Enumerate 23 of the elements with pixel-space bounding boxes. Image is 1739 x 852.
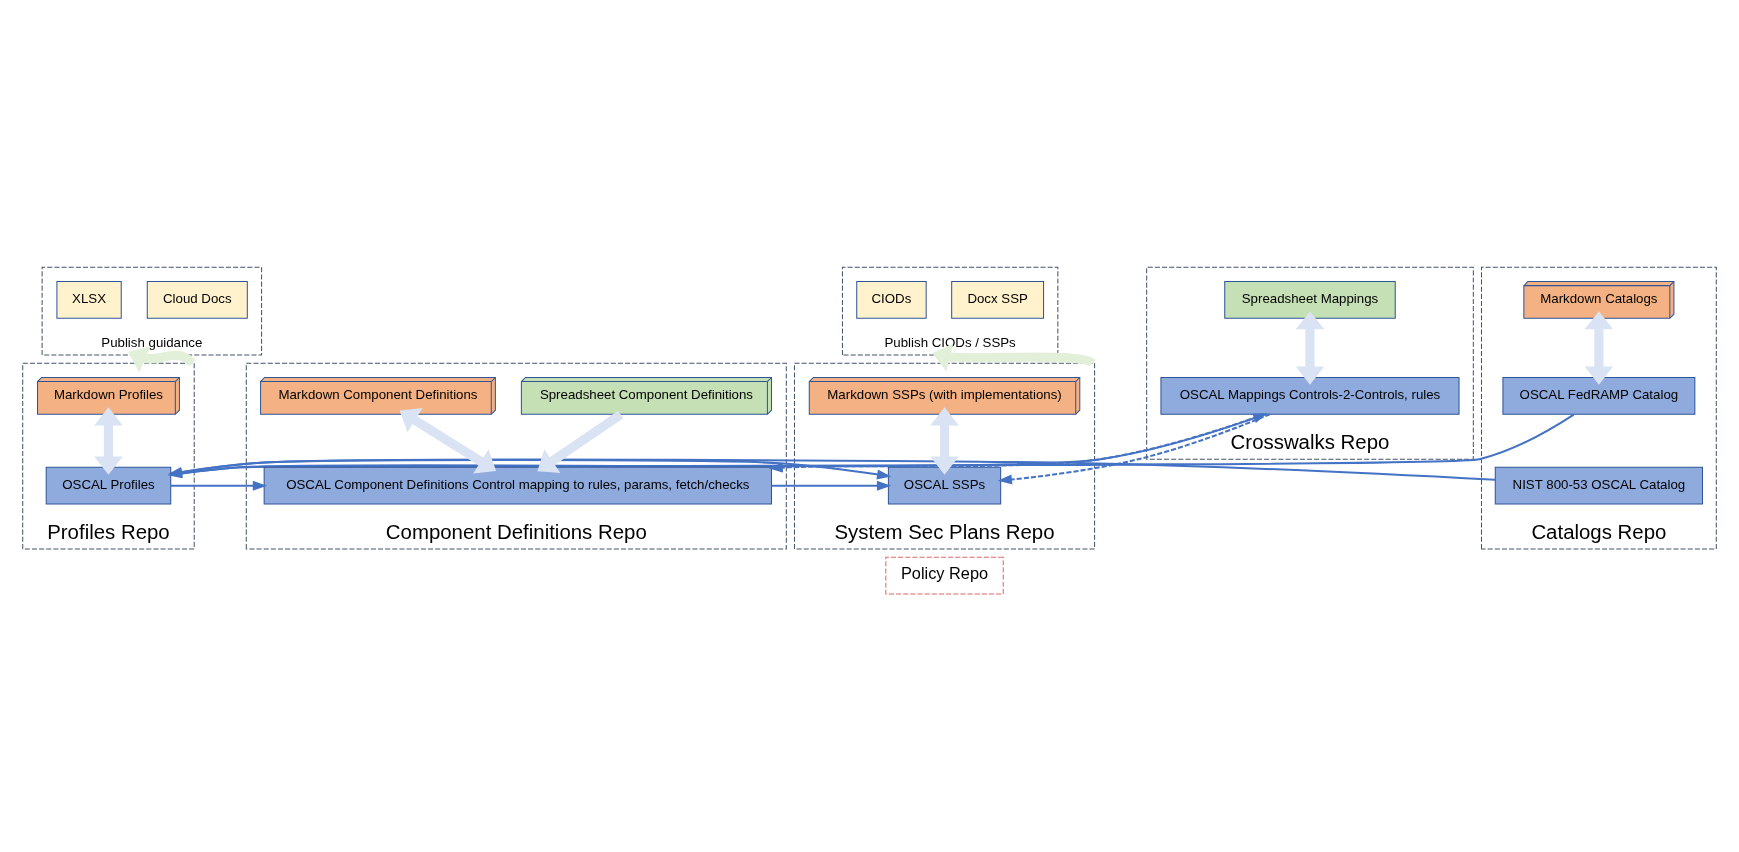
node-box: OSCAL SSPs: [887, 466, 1002, 505]
node-box: OSCAL Mappings Controls-2-Controls, rules: [1160, 376, 1460, 415]
arrow: [537, 410, 624, 473]
arrow: [128, 345, 196, 372]
node-box: XLSX: [56, 280, 122, 319]
node-box: NIST 800-53 OSCAL Catalog: [1494, 466, 1703, 505]
node-box: OSCAL Component Definitions Control mapping to rules, params, fetch/checks: [263, 466, 772, 505]
arrow: [399, 407, 497, 474]
arrow: [768, 412, 1265, 473]
node-box: Docx SSP: [951, 280, 1045, 319]
arrow: [94, 406, 123, 475]
node-box: Policy Repo: [885, 556, 1004, 594]
arrow: [170, 480, 268, 491]
arrow: [771, 480, 892, 491]
arrow: [170, 458, 892, 479]
node-box: Cloud Docs: [146, 280, 248, 319]
node-box: OSCAL Profiles: [45, 466, 172, 505]
node-box: Spreadsheet Mappings: [1224, 280, 1396, 319]
node-box: OSCAL FedRAMP Catalog: [1502, 376, 1696, 415]
arrow: [1295, 310, 1325, 385]
arrow: [930, 406, 959, 475]
node-box: CIODs: [856, 280, 927, 319]
arrow: [1584, 310, 1614, 385]
